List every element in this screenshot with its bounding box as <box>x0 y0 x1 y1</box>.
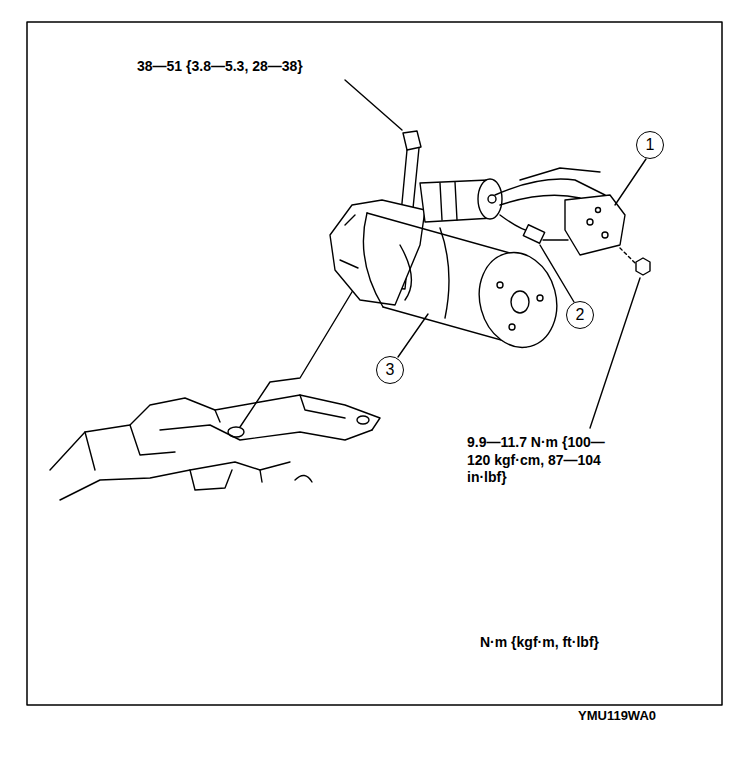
leader-line <box>345 80 402 130</box>
leader-line <box>398 314 428 357</box>
leader-line <box>540 245 574 302</box>
torque-spec: 38—51 {3.8—5.3, 28—38} <box>137 58 303 76</box>
engine-block <box>50 395 380 500</box>
leader-line <box>590 278 640 428</box>
leader-line <box>615 159 646 205</box>
nut <box>636 258 650 275</box>
leader-line <box>240 282 358 427</box>
callout-circle: 1 <box>636 131 664 159</box>
frame <box>27 22 722 705</box>
figure-code: YMU119WA0 <box>578 708 656 724</box>
torque-spec: 9.9—11.7 N·m {100—120 kgf·cm, 87—104 in·… <box>467 434 617 487</box>
callout-circle: 2 <box>566 301 594 329</box>
unit-note: N·m {kgf·m, ft·lbf} <box>480 634 599 652</box>
leader-line <box>620 248 636 264</box>
callout-circle: 3 <box>376 356 404 384</box>
wiring-harness <box>495 168 625 255</box>
callout-number: 2 <box>576 307 585 323</box>
starter-motor <box>330 179 567 356</box>
callout-number: 1 <box>646 137 655 153</box>
callout-number: 3 <box>386 362 395 378</box>
